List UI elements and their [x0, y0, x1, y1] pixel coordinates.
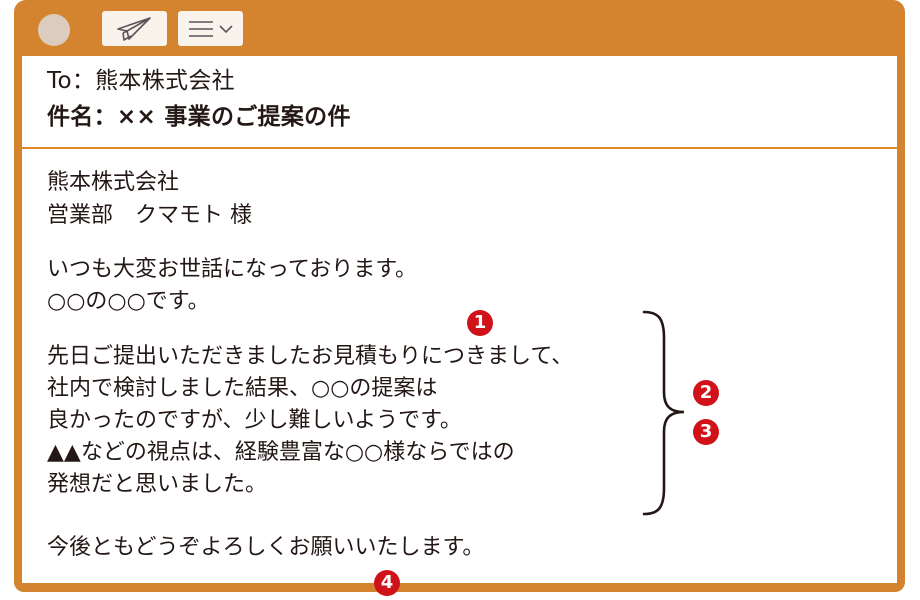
closing-line: 今後ともどうぞよろしくお願いいたします。	[47, 535, 485, 560]
send-button[interactable]	[102, 11, 167, 46]
annotation-badge-1: 1	[467, 310, 493, 336]
to-label: To：	[47, 68, 96, 94]
format-menu-button[interactable]	[178, 11, 243, 46]
addressee-company: 熊本株式会社	[47, 170, 180, 195]
subject-label: 件名：	[47, 104, 117, 130]
header-divider	[22, 147, 897, 149]
main-line-4: ▲▲などの視点は、経験豊富な○○様ならではの	[47, 440, 515, 465]
annotation-badge-2: 2	[693, 380, 719, 406]
greeting-line-1: いつも大変お世話になっております。	[47, 257, 418, 282]
main-line-1: 先日ご提出いただきましたお見積もりにつきまして、	[47, 344, 574, 369]
hamburger-menu-icon	[189, 20, 213, 37]
chevron-down-icon	[219, 24, 233, 33]
to-value: 熊本株式会社	[95, 68, 235, 94]
main-line-5: 発想だと思いました。	[47, 472, 268, 497]
email-pane: To：熊本株式会社 件名：×× 事業のご提案の件 熊本株式会社 営業部 クマモト…	[22, 56, 897, 583]
to-field[interactable]: To：熊本株式会社	[47, 66, 235, 96]
annotation-badge-3: 3	[693, 419, 719, 445]
main-line-3: 良かったのですが、少し難しいようです。	[47, 408, 462, 433]
main-line-2: 社内で検討しました結果、○○の提案は	[47, 376, 438, 401]
email-header: To：熊本株式会社 件名：×× 事業のご提案の件	[22, 56, 897, 149]
paper-plane-icon	[116, 16, 151, 41]
subject-value: ×× 事業のご提案の件	[116, 104, 351, 130]
subject-field[interactable]: 件名：×× 事業のご提案の件	[47, 102, 351, 132]
email-compose-window: To：熊本株式会社 件名：×× 事業のご提案の件 熊本株式会社 営業部 クマモト…	[14, 0, 905, 592]
annotation-badge-4: 4	[374, 570, 400, 596]
greeting-line-2: ○○の○○です。	[47, 289, 210, 314]
window-status-dot[interactable]	[38, 14, 70, 46]
curly-brace-icon	[642, 310, 685, 516]
addressee-person: 営業部 クマモト 様	[47, 203, 252, 228]
